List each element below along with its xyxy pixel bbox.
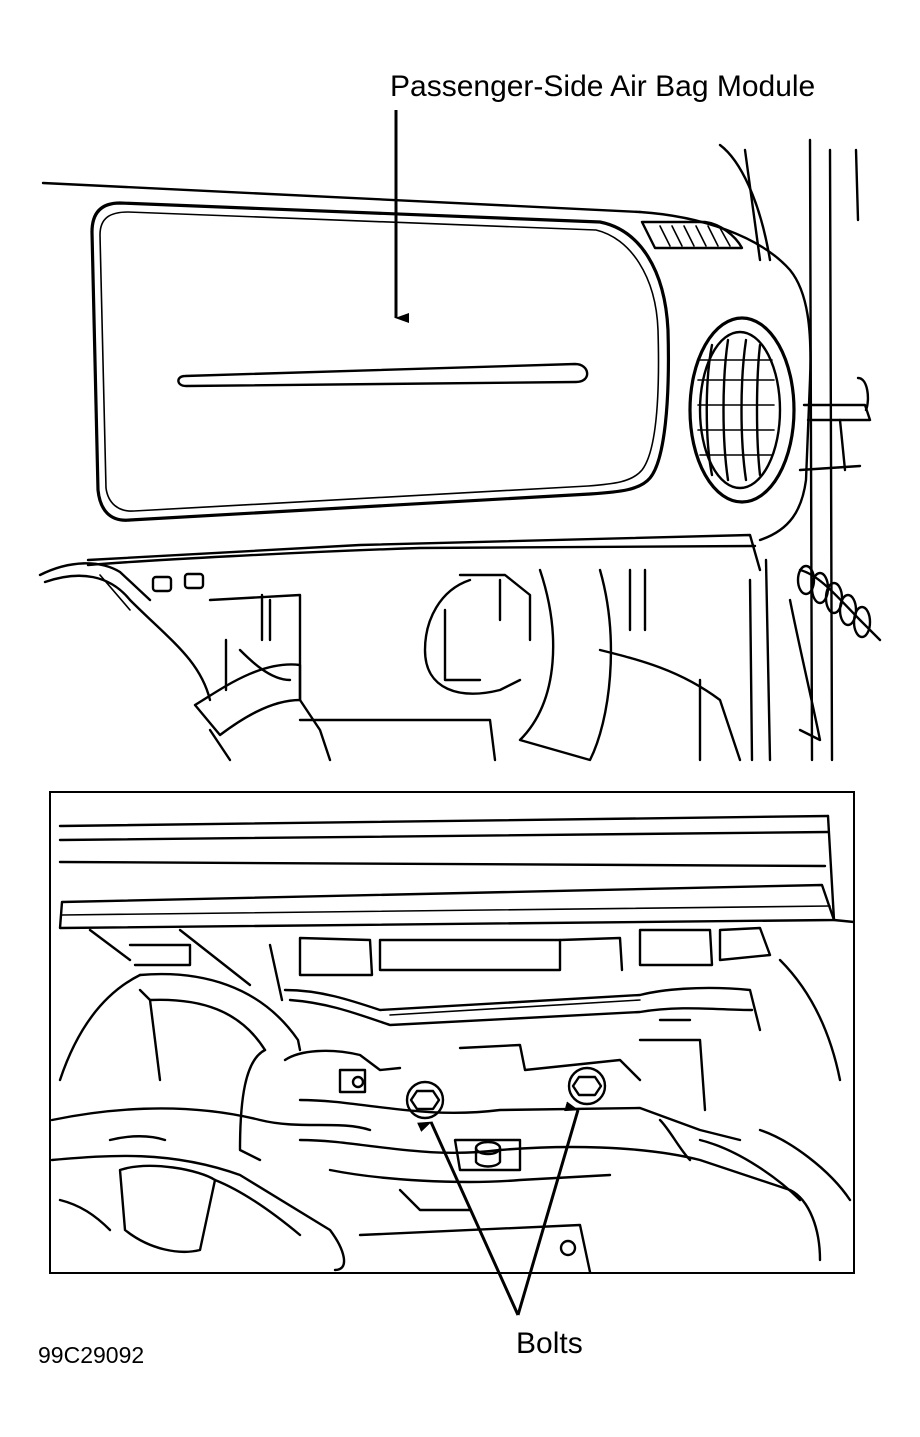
module-label: Passenger-Side Air Bag Module (390, 70, 816, 103)
bolts-label: Bolts (516, 1327, 583, 1360)
figure-code: 99C29092 (38, 1342, 145, 1368)
defroster-grille (640, 220, 744, 250)
bolts-leader-right (516, 1101, 580, 1316)
harness-sleeve (50, 1107, 372, 1272)
bolt-right (567, 1066, 607, 1106)
bolt-left (405, 1080, 445, 1120)
side-air-vent (688, 316, 796, 504)
wiring-harness (788, 564, 882, 742)
air-bag-module-door (90, 201, 671, 522)
detail-frame (49, 791, 855, 1274)
top-view-dashboard (38, 138, 882, 762)
detail-view (49, 791, 855, 1274)
bolts-leader-left (417, 1121, 520, 1316)
